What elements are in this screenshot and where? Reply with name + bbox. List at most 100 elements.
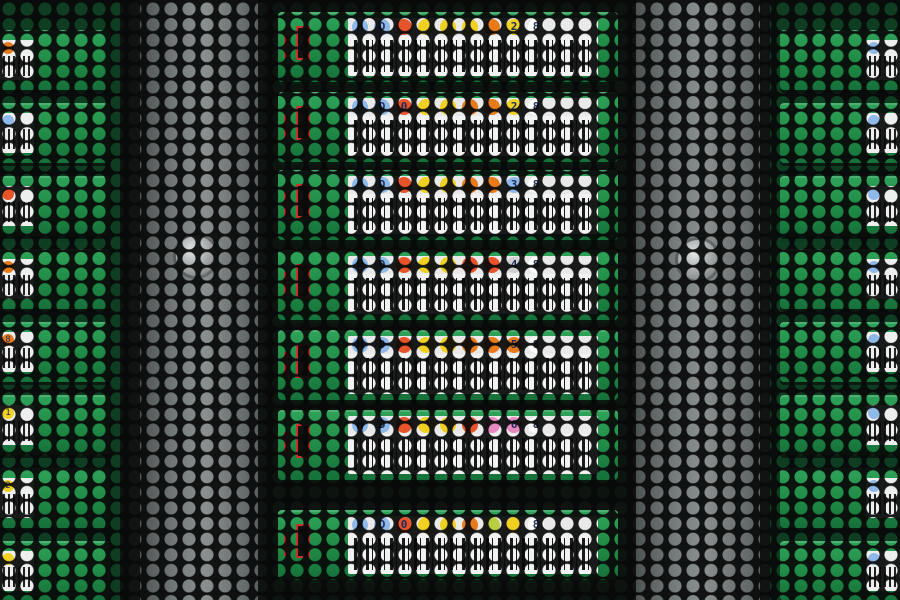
label-character: D (374, 99, 390, 115)
label-character: H (352, 177, 368, 193)
label-character (484, 19, 500, 35)
barcode (869, 275, 897, 295)
side-drive-label (0, 113, 34, 153)
label-character (462, 257, 478, 273)
tray-latch (296, 524, 310, 558)
barcode (869, 494, 897, 514)
label-color-dot: 8 (2, 334, 14, 346)
side-drive-label (866, 259, 900, 299)
barcode (3, 129, 31, 149)
tray-red-tab (284, 114, 289, 138)
label-character: H (352, 517, 368, 533)
side-drive-label (866, 551, 900, 591)
label-color-dot (2, 188, 14, 200)
side-drive-label (866, 332, 900, 372)
label-color-dot (868, 188, 880, 200)
label-character (418, 99, 434, 115)
tray-latch (296, 424, 310, 458)
label-character: H (352, 19, 368, 35)
label-character (418, 517, 434, 533)
barcode (3, 275, 31, 295)
label-color-dot: 1 (2, 407, 14, 419)
label-color-dot (2, 115, 14, 127)
side-drive-label (866, 405, 900, 445)
side-drive-label: 1 (0, 405, 34, 445)
label-character: D (374, 177, 390, 193)
label-character: H (352, 99, 368, 115)
label-character (462, 177, 478, 193)
label-character: 2 (506, 99, 522, 115)
barcode (869, 202, 897, 222)
label-character (484, 177, 500, 193)
tray-latch (296, 184, 310, 218)
barcode (3, 348, 31, 368)
left-rack-post (140, 0, 258, 600)
side-drive-label (0, 551, 34, 591)
label-character (396, 177, 412, 193)
label-character: D (374, 337, 390, 353)
label-character: H (352, 257, 368, 273)
barcode (3, 56, 31, 76)
barcode (354, 438, 592, 470)
label-color-dot (868, 480, 880, 492)
side-drive-label (866, 40, 900, 80)
side-drive-label (866, 113, 900, 153)
label-color-dot (2, 261, 14, 273)
label-character (462, 517, 478, 533)
barcode (354, 40, 592, 72)
barcode (3, 567, 31, 587)
barcode (869, 129, 897, 149)
side-drive-label: 8 (0, 332, 34, 372)
tray-red-tab (284, 532, 289, 556)
barcode (3, 421, 31, 441)
barcode (3, 202, 31, 222)
label-character (396, 417, 412, 433)
label-character (462, 417, 478, 433)
tray-latch (296, 106, 310, 140)
label-character (484, 337, 500, 353)
barcode (354, 198, 592, 230)
side-drive-label (0, 259, 34, 299)
label-color-dot (868, 553, 880, 565)
side-drive-label (866, 478, 900, 518)
label-character: 8 (528, 337, 544, 353)
label-character (418, 19, 434, 35)
label-color-dot (2, 553, 14, 565)
label-character (440, 517, 456, 533)
label-character: 8 (528, 19, 544, 35)
tray-red-tab (284, 432, 289, 456)
label-character (484, 517, 500, 533)
label-character (440, 99, 456, 115)
side-drive-label (866, 186, 900, 226)
label-character (484, 99, 500, 115)
label-character (396, 19, 412, 35)
barcode (354, 120, 592, 152)
label-character: 2 (506, 19, 522, 35)
label-character (462, 19, 478, 35)
label-character (418, 337, 434, 353)
label-character: 6 (506, 417, 522, 433)
label-color-dot: 2 (2, 480, 14, 492)
right-post-screw (678, 240, 718, 280)
label-color-dot (868, 407, 880, 419)
label-character: 8 (528, 257, 544, 273)
side-drive-label: 2 (0, 478, 34, 518)
side-drive-label (0, 186, 34, 226)
label-character (418, 177, 434, 193)
tray-latch (296, 26, 310, 60)
label-character (484, 257, 500, 273)
label-color-dot (868, 115, 880, 127)
side-drive-label (0, 40, 34, 80)
